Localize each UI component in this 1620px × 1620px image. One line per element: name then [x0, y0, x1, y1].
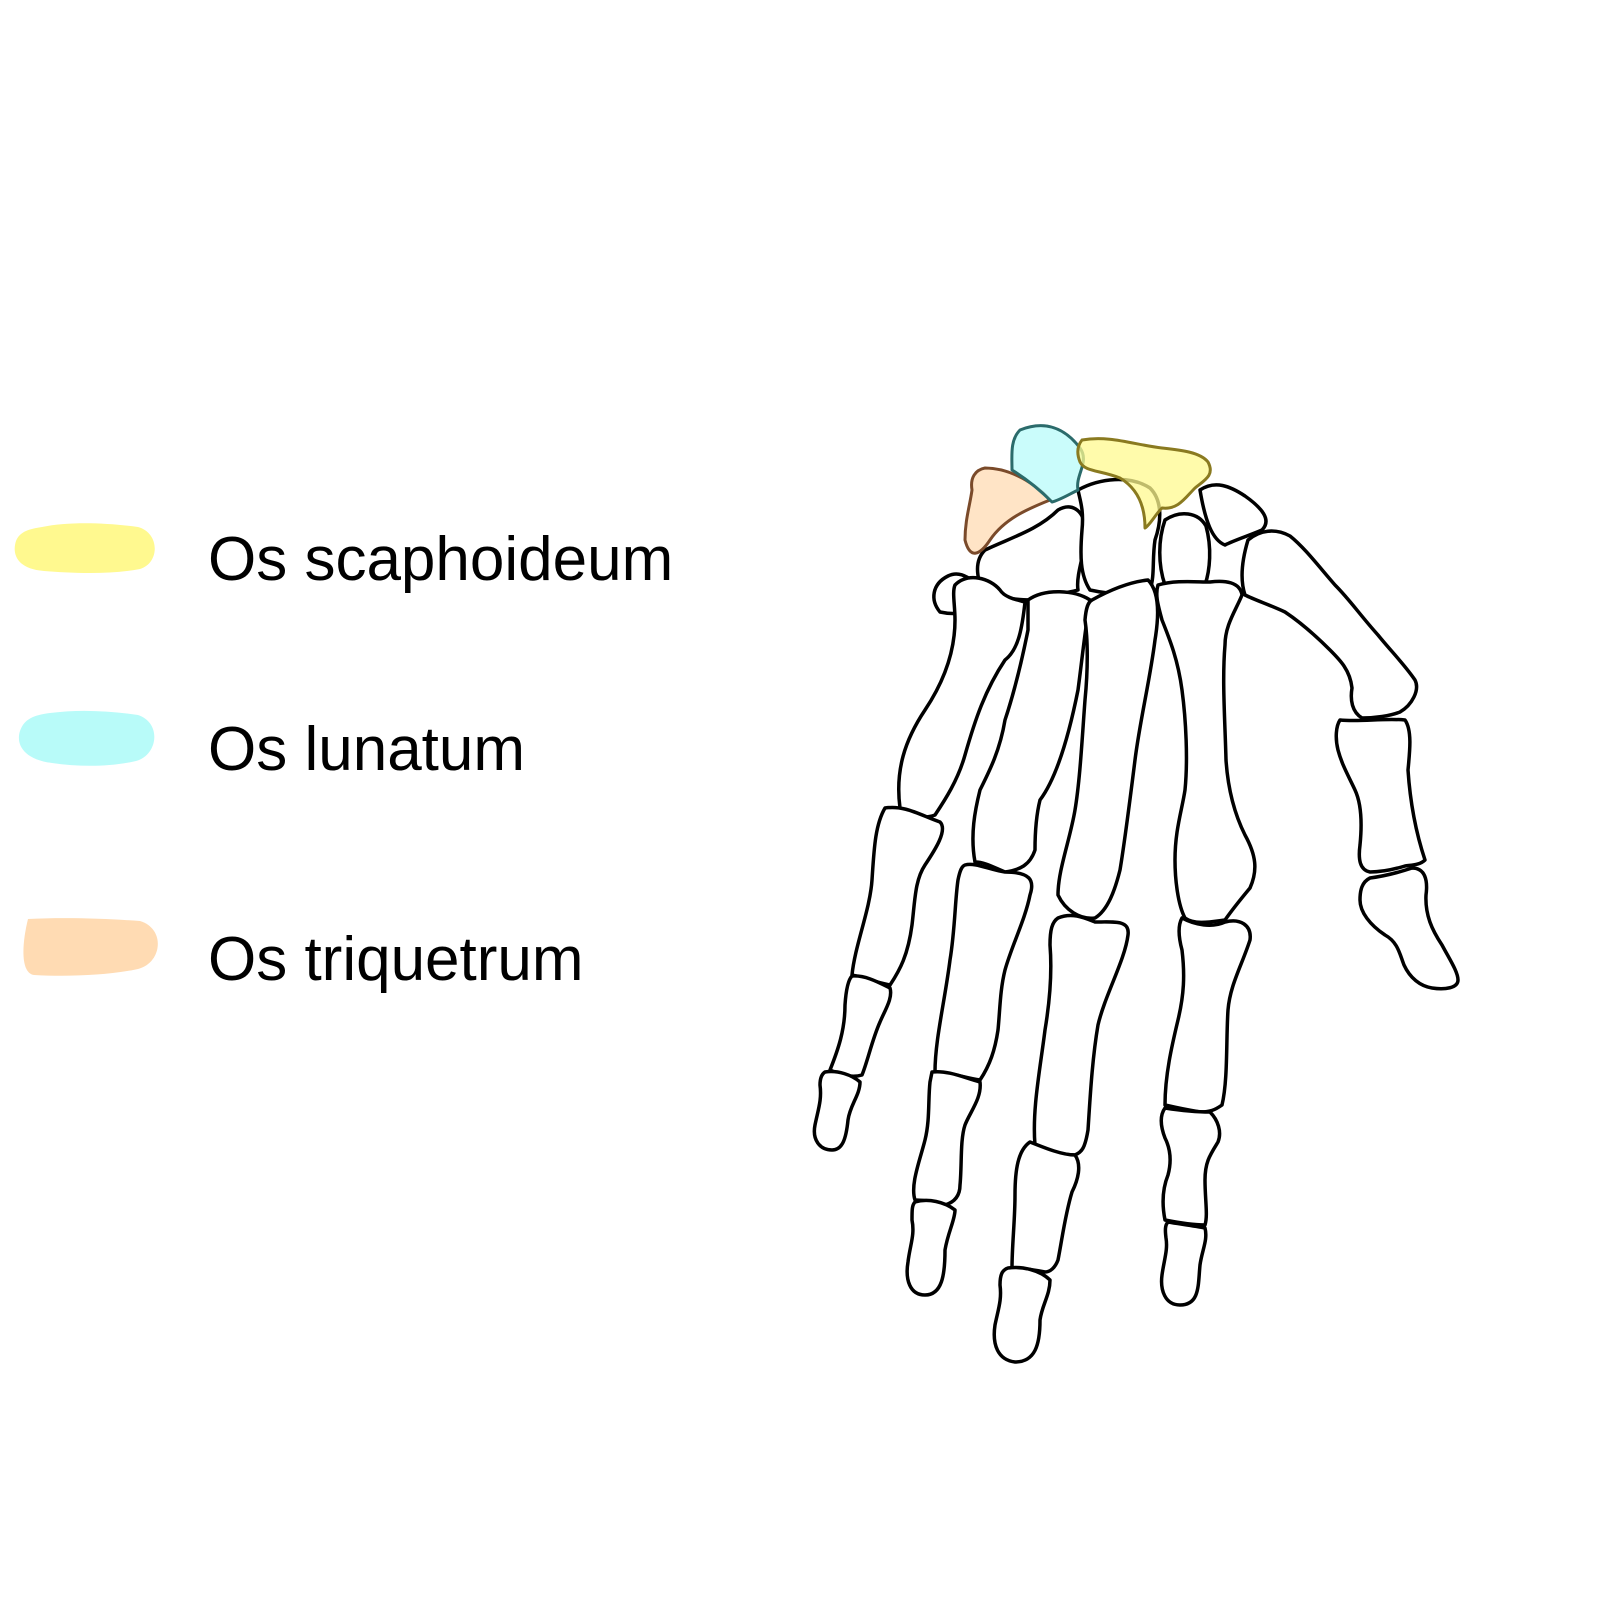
- middle-finger-proximal-phalanx: [1032, 913, 1130, 1157]
- legend-label-triquetrum: Os triquetrum: [208, 925, 584, 994]
- triquetrum-swatch-shape: [23, 918, 158, 976]
- index-finger-metacarpal: [1155, 579, 1257, 925]
- scaphoideum-color-swatch: [14, 523, 155, 573]
- triquetrum-color-swatch: [23, 918, 158, 976]
- index-finger-proximal-phalanx: [1163, 916, 1252, 1114]
- lunatum-swatch-shape: [18, 710, 155, 766]
- index-finger-distal-phalanx: [1159, 1220, 1208, 1307]
- index-finger-middle-phalanx: [1159, 1106, 1222, 1227]
- lunatum-bone: [1010, 424, 1085, 504]
- little-finger-metacarpal: [896, 575, 1027, 819]
- little-finger-distal-phalanx: [812, 1069, 862, 1152]
- ring-finger-distal-phalanx: [905, 1198, 957, 1297]
- little-finger-middle-phalanx: [828, 974, 893, 1078]
- thumb-metacarpal: [1240, 529, 1419, 720]
- scaphoideum-bone: [1076, 437, 1212, 530]
- trapezoid-bone: [1158, 512, 1212, 590]
- lunatum-color-swatch: [18, 710, 155, 766]
- ring-finger-proximal-phalanx: [933, 862, 1034, 1082]
- legend-item-triquetrum: Os triquetrum: [0, 913, 760, 994]
- thumb-proximal-phalanx: [1334, 717, 1427, 874]
- thumb-distal-phalanx: [1358, 866, 1460, 991]
- legend-label-lunatum: Os lunatum: [208, 715, 526, 784]
- ring-finger-metacarpal: [971, 590, 1092, 874]
- middle-finger-metacarpal: [1056, 578, 1160, 920]
- ring-finger-middle-phalanx: [912, 1069, 982, 1207]
- legend-label-scaphoideum: Os scaphoideum: [208, 525, 674, 594]
- trapezium-bone: [1198, 483, 1268, 547]
- little-finger-proximal-phalanx: [850, 805, 945, 987]
- legend-item-lunatum: Os lunatum: [0, 703, 760, 784]
- scaphoideum-swatch-shape: [14, 523, 155, 573]
- legend-item-scaphoideum: Os scaphoideum: [0, 513, 760, 594]
- middle-finger-distal-phalanx: [992, 1265, 1052, 1364]
- middle-finger-middle-phalanx: [1010, 1140, 1081, 1274]
